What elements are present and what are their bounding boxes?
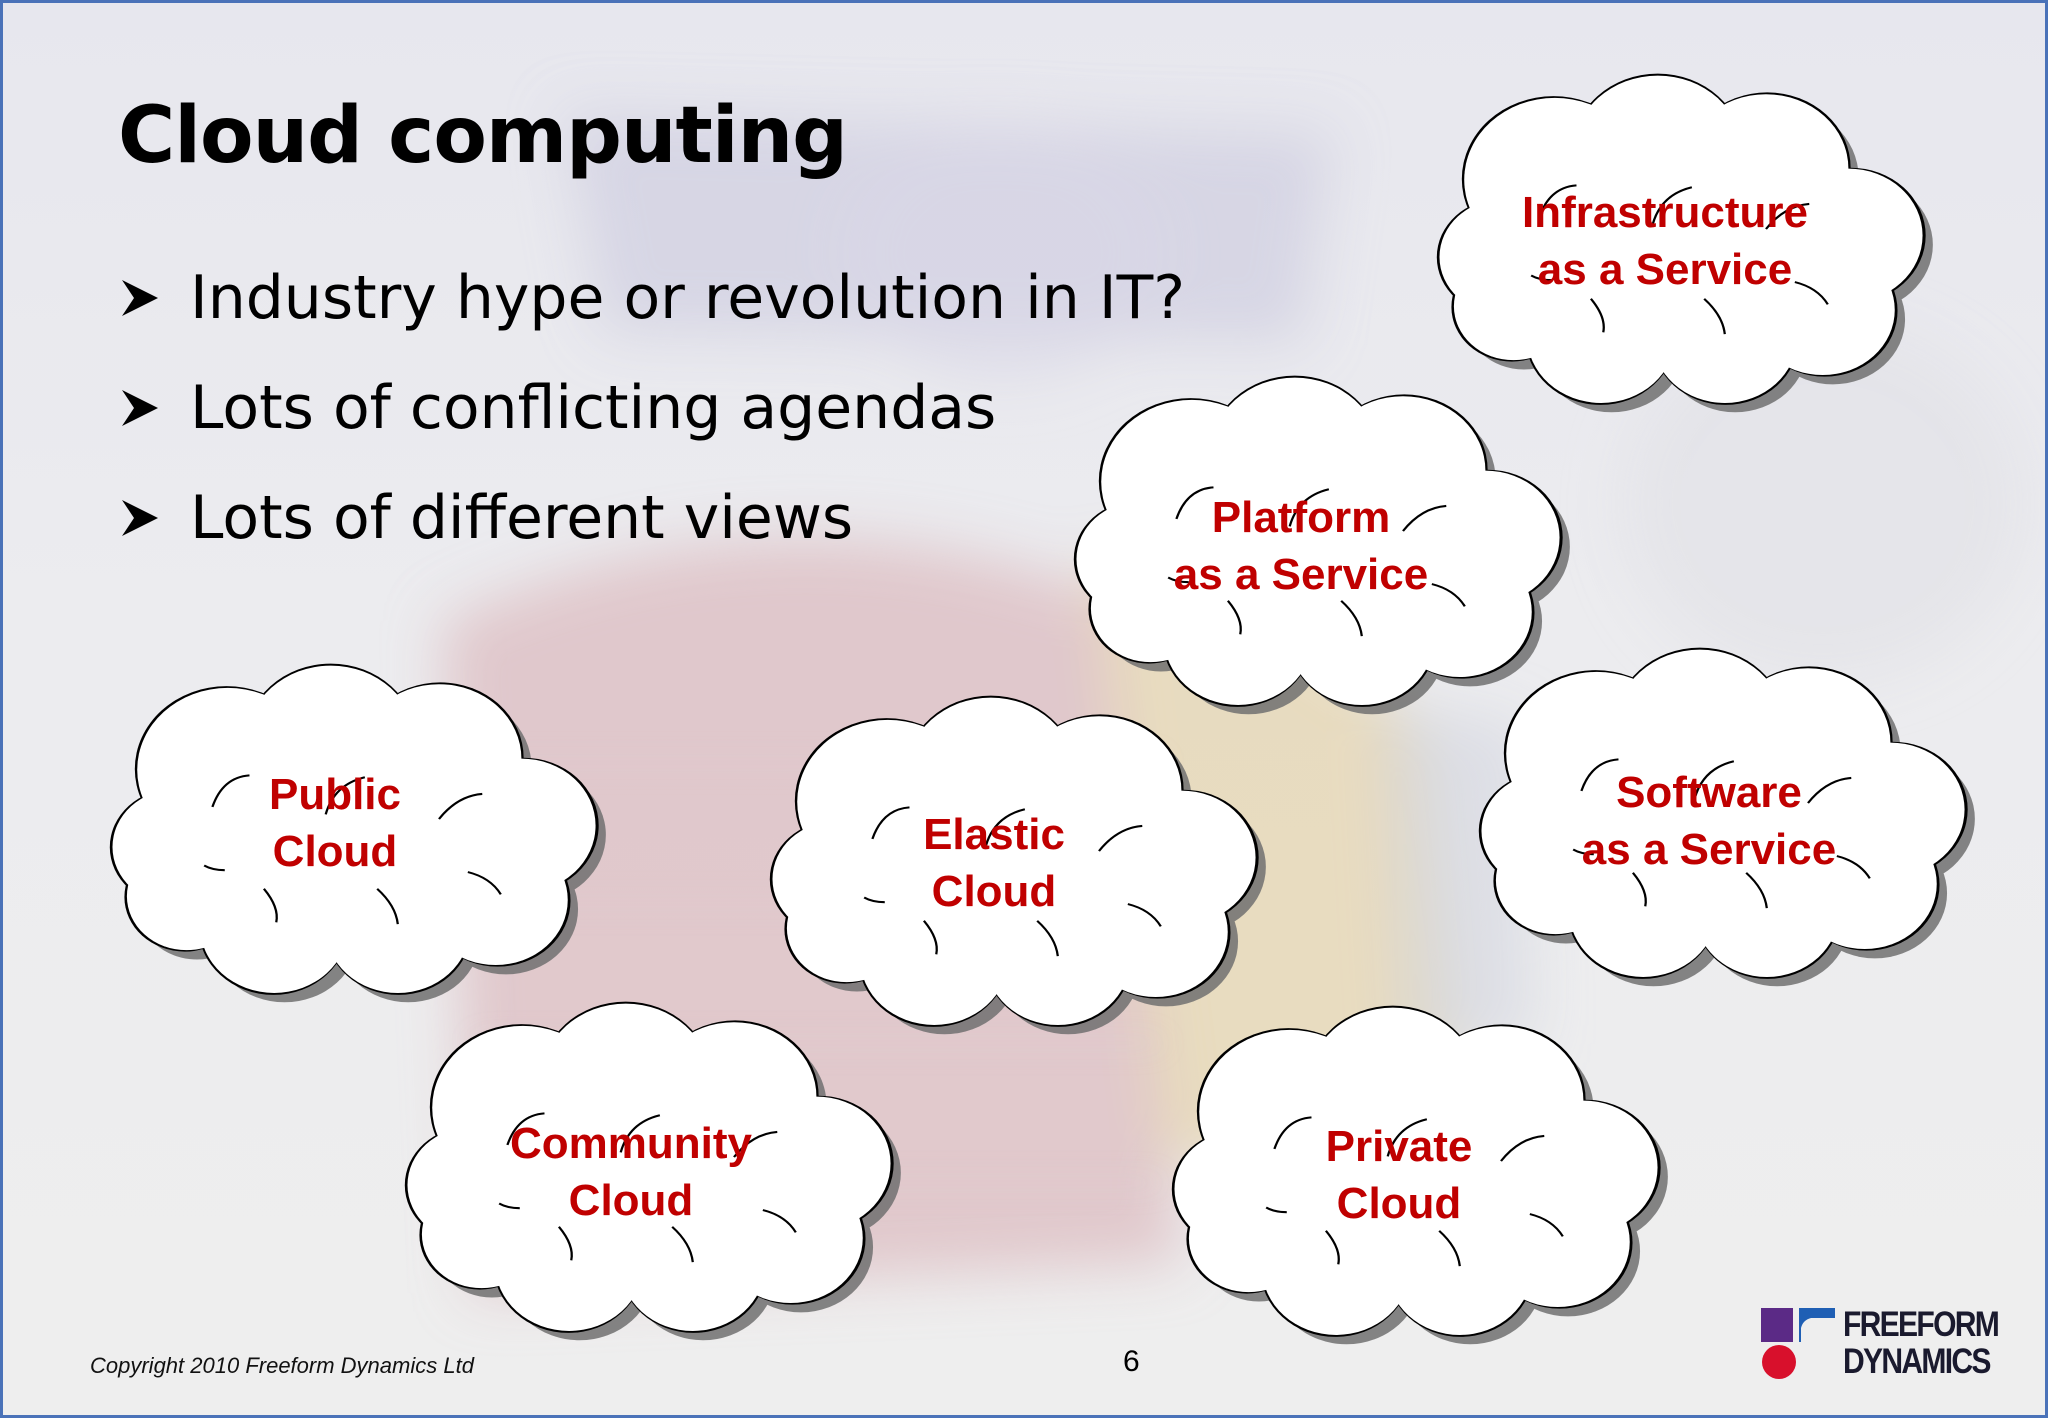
arrow-bullet-icon: [122, 390, 158, 426]
freeform-dynamics-logo: FREEFORM DYNAMICS: [1759, 1306, 2011, 1380]
bullet-item: Lots of different views: [118, 463, 1185, 573]
bullet-text: Lots of conflicting agendas: [190, 373, 997, 443]
logo-wordmark: FREEFORM DYNAMICS: [1843, 1305, 2000, 1381]
arrow-bullet-icon: [122, 500, 158, 536]
cloud-label-infrastructure: Infrastructure as a Service: [1521, 188, 1809, 294]
bullet-item: Industry hype or revolution in IT?: [118, 243, 1185, 353]
bullet-text: Lots of different views: [190, 483, 854, 553]
bullet-list: Industry hype or revolution in IT? Lots …: [118, 243, 1185, 573]
logo-mark-icon: [1761, 1308, 1835, 1379]
slide-title: Cloud computing: [118, 91, 848, 181]
cloud-label-public: Public Cloud: [268, 770, 402, 876]
cloud-label-community: Community Cloud: [510, 1119, 752, 1225]
cloud-label-elastic: Elastic Cloud: [923, 810, 1065, 916]
cloud-label-software: Software as a Service: [1581, 768, 1837, 874]
page-number: 6: [1123, 1345, 1140, 1378]
copyright-text: Copyright 2010 Freeform Dynamics Ltd: [90, 1353, 474, 1378]
cloud-label-platform: Platform as a Service: [1173, 493, 1429, 599]
cloud-label-private: Private Cloud: [1325, 1122, 1473, 1228]
bullet-item: Lots of conflicting agendas: [118, 353, 1185, 463]
bullet-text: Industry hype or revolution in IT?: [190, 263, 1186, 333]
arrow-bullet-icon: [122, 280, 158, 316]
